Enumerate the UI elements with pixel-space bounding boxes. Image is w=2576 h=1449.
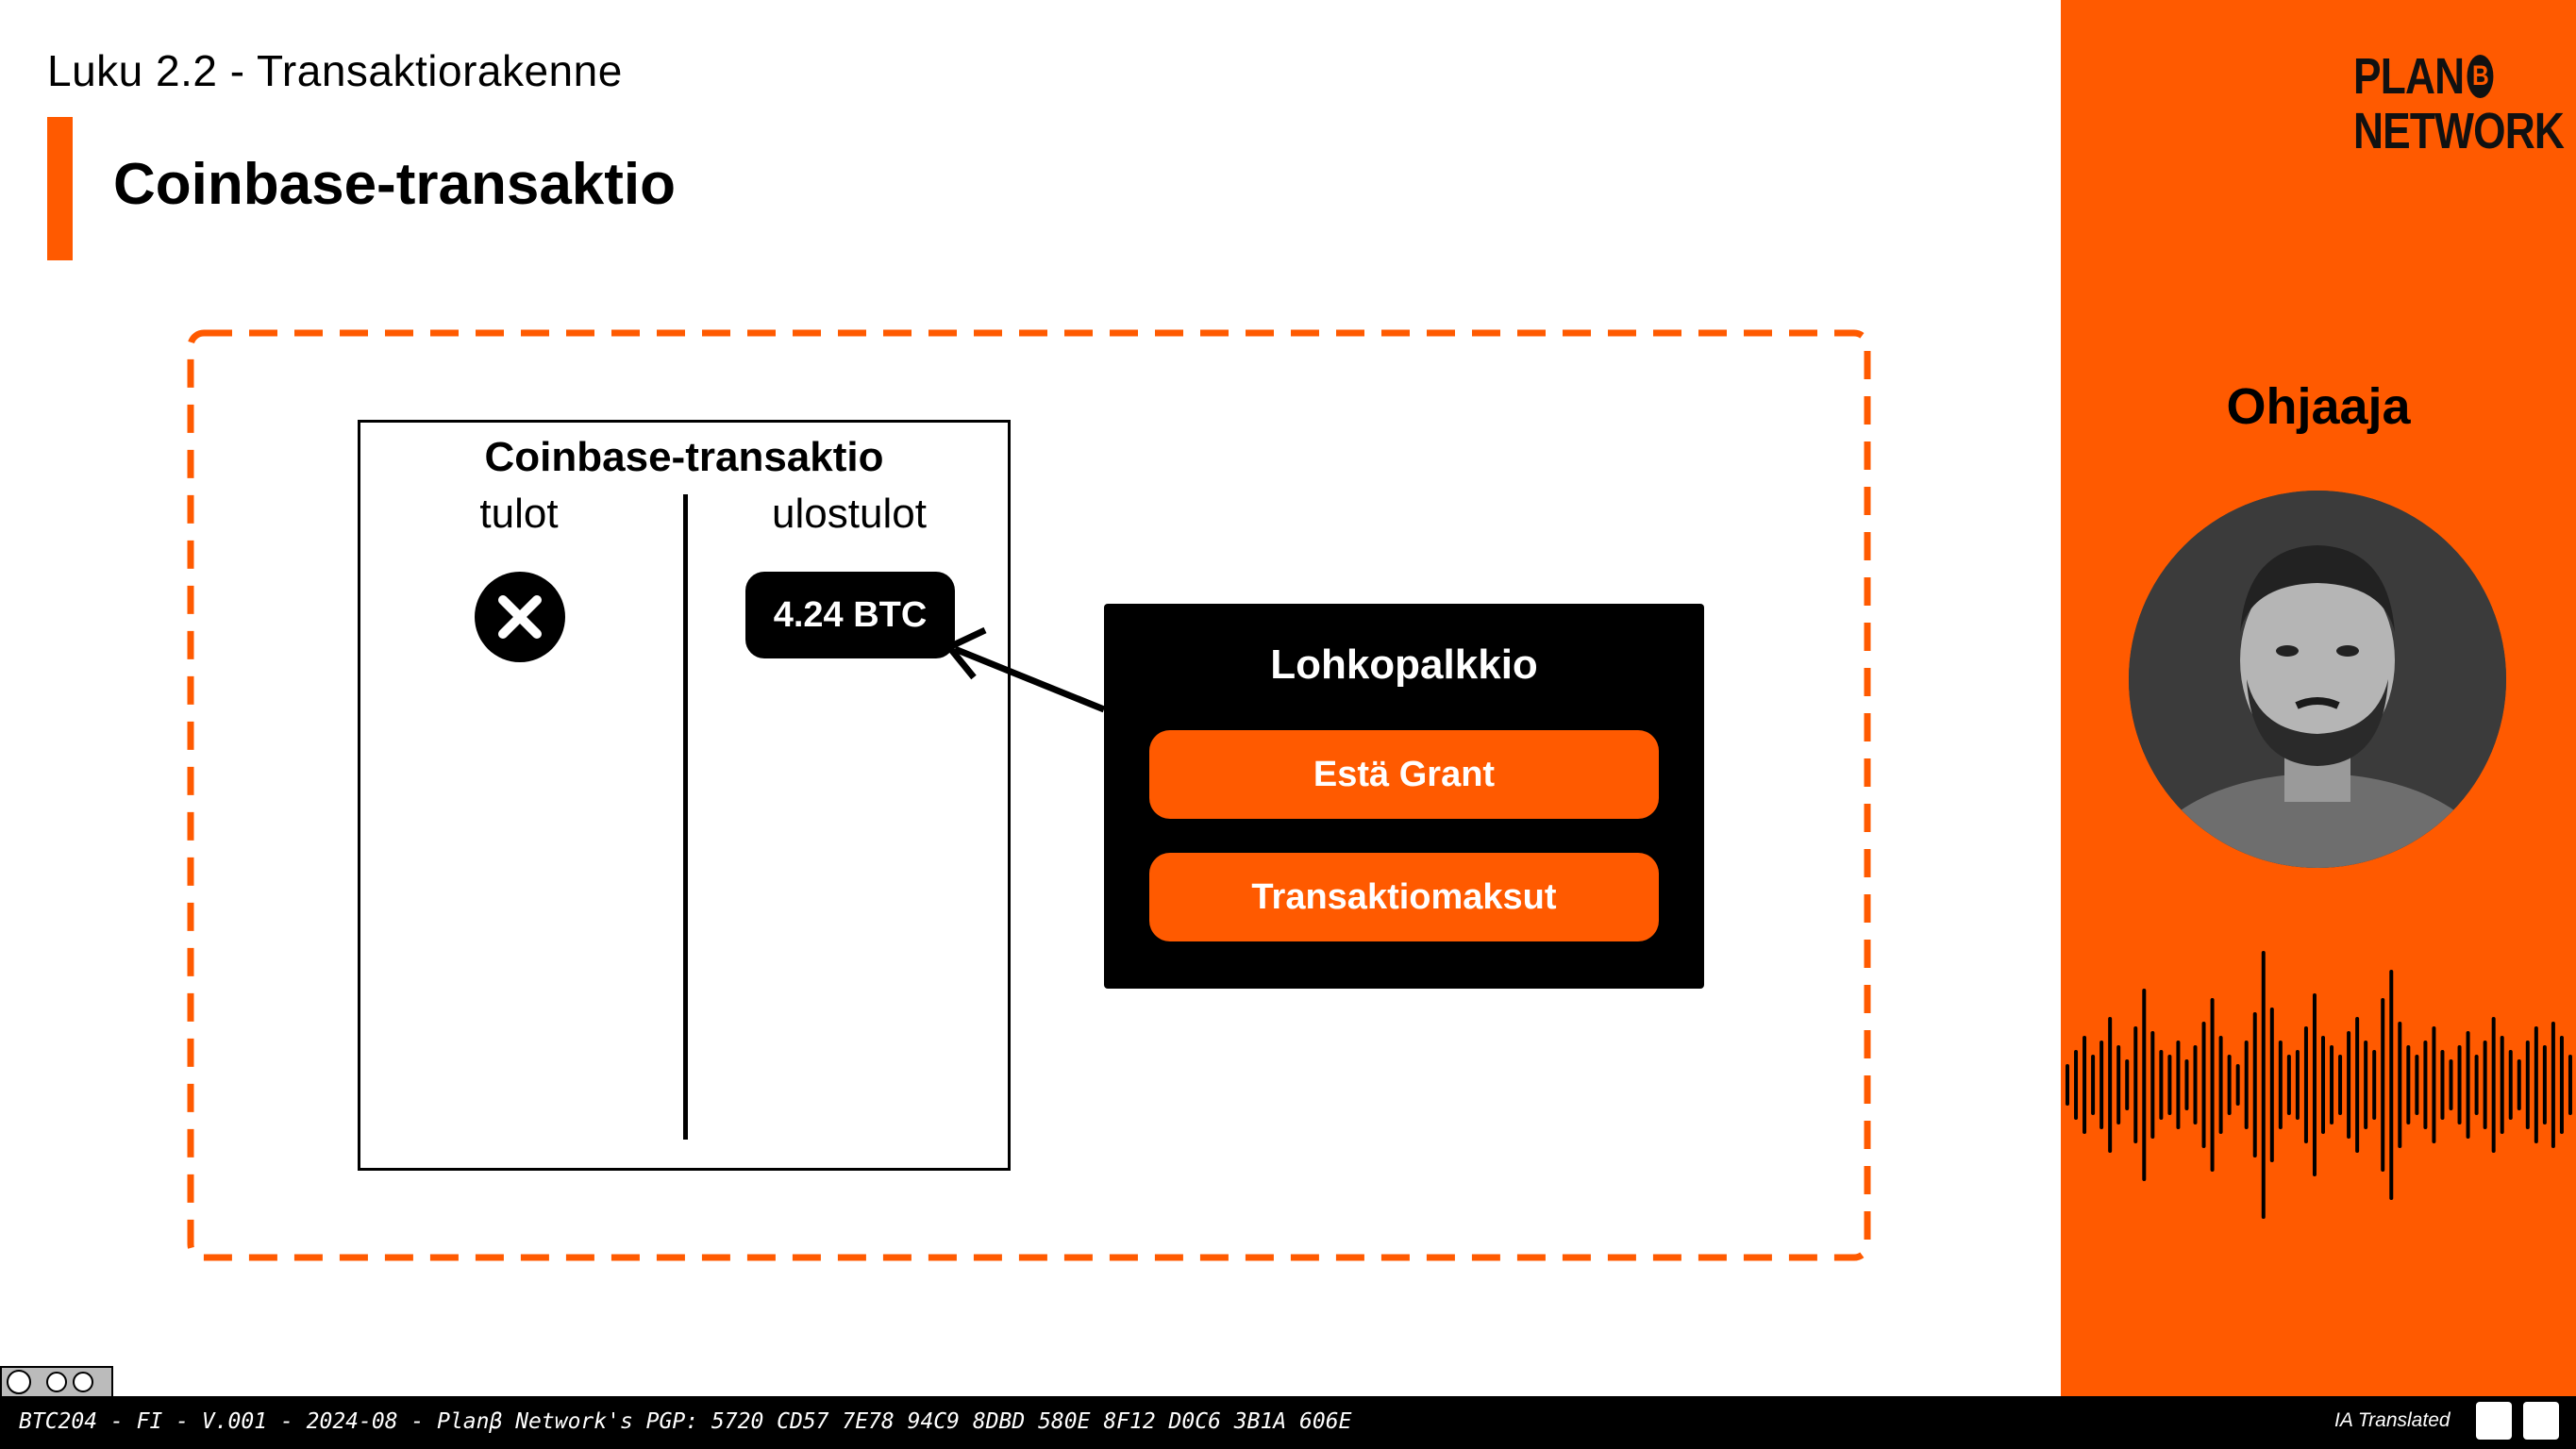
slide-title: Coinbase-transaktio [113, 152, 677, 217]
block-reward-title: Lohkopalkkio [1270, 641, 1538, 688]
cc-by-sa-icon [7, 1370, 93, 1394]
outputs-label: ulostulot [772, 491, 927, 537]
logo-text-plan: PLAN [2353, 48, 2465, 105]
column-divider [683, 494, 688, 1140]
instructor-label: Ohjaaja [2226, 378, 2411, 435]
arrow-connector [944, 626, 1106, 713]
bitcoin-b-icon: B [2467, 55, 2494, 98]
chapter-title: Luku 2.2 - Transaktiorakenne [47, 46, 623, 95]
instructor-avatar [2129, 491, 2506, 868]
instructor-photo [2129, 491, 2506, 868]
audio-waveform [2066, 951, 2572, 1219]
block-subsidy-item: Estä Grant [1149, 730, 1659, 819]
logo-text-network: NETWORK [2353, 103, 2565, 159]
title-accent-bar [47, 117, 73, 260]
inputs-label: tulot [479, 491, 559, 537]
output-value-pill: 4.24 BTC [745, 572, 955, 658]
x-mark-icon [498, 595, 542, 639]
footer-bar [0, 1396, 2576, 1449]
transaction-fees-item: Transaktiomaksut [1149, 853, 1659, 941]
diagram-frame [187, 329, 1871, 1261]
cc-license-badge [0, 1366, 113, 1398]
transaction-title: Coinbase-transaktio [484, 434, 884, 480]
ai-logo-icon [2476, 1402, 2512, 1440]
footer-text: BTC204 - FI - V.001 - 2024-08 - Planβ Ne… [19, 1409, 1352, 1434]
lab-logo-icon [2523, 1402, 2559, 1440]
x-circle-icon [475, 572, 565, 662]
ia-translated-label: IA Translated [2334, 1409, 2451, 1431]
